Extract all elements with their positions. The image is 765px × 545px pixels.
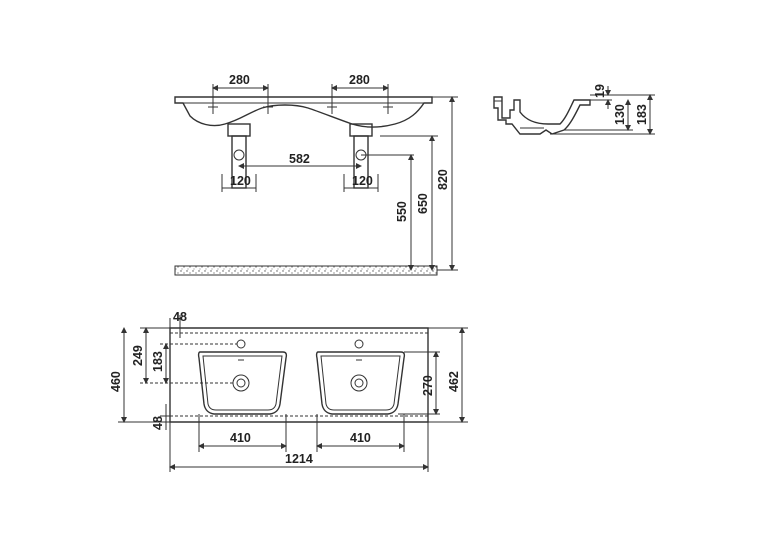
dim-top-bowl-left: 410 [230,431,251,445]
dim-drain-spacing: 582 [289,152,310,166]
dim-top-249: 249 [131,345,145,366]
floor-hatch [174,265,438,276]
dim-height-820: 820 [436,169,450,190]
top-view: 48 249 183 460 48 270 462 410 [109,310,468,472]
dim-top-462: 462 [447,371,461,392]
front-faucet-marks [208,92,393,114]
dim-top-183: 183 [151,351,165,372]
dim-side-183: 183 [635,104,649,125]
dim-top-270: 270 [421,375,435,396]
dim-faucet-right: 280 [349,73,370,87]
front-basin-outline [174,96,433,128]
dim-drain-right: 120 [352,174,373,188]
side-view: 19 130 183 [493,84,655,135]
top-countertop [169,327,429,423]
side-basin-profile [493,96,591,135]
front-view: 280 280 582 120 120 550 650 820 [174,73,458,276]
dim-height-650: 650 [416,193,430,214]
dim-top-total-width: 1214 [285,452,313,466]
dim-top-bowl-right: 410 [350,431,371,445]
dim-faucet-left: 280 [229,73,250,87]
dim-drain-left: 120 [230,174,251,188]
dim-top-48-top: 48 [173,310,187,324]
top-bowl-right [315,339,406,415]
dim-side-19: 19 [593,84,607,98]
top-bowl-left [197,339,288,415]
dim-top-48-bottom: 48 [151,416,165,430]
dim-height-550: 550 [395,201,409,222]
dim-top-460: 460 [109,371,123,392]
dim-side-130: 130 [613,104,627,125]
